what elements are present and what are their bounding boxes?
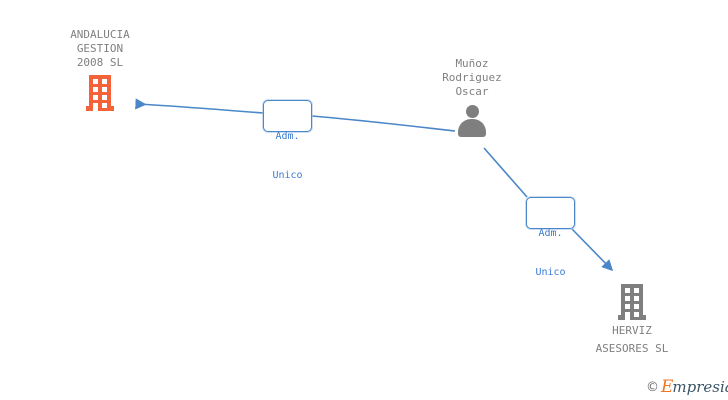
node-person-munoz-rodriguez-oscar[interactable]: Muñoz Rodriguez Oscar (405, 57, 539, 137)
edge-person-herviz-upper-segment (483, 147, 528, 198)
edge-label-line-2: Unico (535, 267, 566, 278)
building-icon[interactable] (86, 75, 114, 112)
building-window (93, 79, 98, 84)
building-window (634, 304, 639, 309)
watermark-brand-initial: E (661, 376, 674, 397)
edge-label-adm-unico-andalucia[interactable]: Adm. Unico (263, 100, 312, 181)
node-label-line-1: HERVIZ (612, 324, 652, 337)
person-head (466, 105, 479, 118)
edge-label-line-1: Adm. (538, 228, 563, 239)
building-window (102, 103, 107, 108)
person-icon[interactable] (455, 105, 489, 137)
edge-label-adm-unico-herviz[interactable]: Adm. Unico (526, 197, 575, 278)
building-window (634, 296, 639, 301)
watermark-brand-rest: mpresia (672, 377, 728, 396)
node-label-line-1: ANDALUCIA (70, 28, 130, 41)
building-window (634, 312, 639, 317)
building-door (625, 312, 630, 321)
edge-label-line-2: Unico (272, 170, 303, 181)
building-window (625, 304, 630, 309)
building-window (102, 79, 107, 84)
edge-person-herviz-lower-segment (571, 228, 614, 272)
building-base (86, 106, 114, 111)
copyright-icon: © (646, 379, 659, 395)
node-label-line-1: Muñoz (455, 57, 489, 70)
building-window (93, 95, 98, 100)
node-company-herviz[interactable]: HERVIZ ASESORES SL (565, 279, 699, 356)
building-window (625, 288, 630, 293)
building-window (102, 95, 107, 100)
node-label-line-2: GESTION (76, 42, 124, 55)
building-window (634, 288, 639, 293)
building-window (93, 87, 98, 92)
person-torso (458, 119, 486, 137)
edge-label-line-1: Adm. (275, 131, 300, 142)
building-window (625, 296, 630, 301)
watermark-empresia: © E mpresia (646, 378, 728, 396)
building-icon[interactable] (618, 284, 646, 321)
node-company-andalucia[interactable]: ANDALUCIA GESTION 2008 SL (33, 28, 167, 112)
node-label-line-2: Rodriguez (442, 71, 502, 84)
building-door (93, 103, 98, 112)
node-label-line-3: Oscar (455, 85, 489, 98)
node-label-line-2: ASESORES SL (595, 342, 669, 355)
building-base (618, 315, 646, 320)
building-window (102, 87, 107, 92)
node-label-line-3: 2008 SL (76, 56, 124, 69)
